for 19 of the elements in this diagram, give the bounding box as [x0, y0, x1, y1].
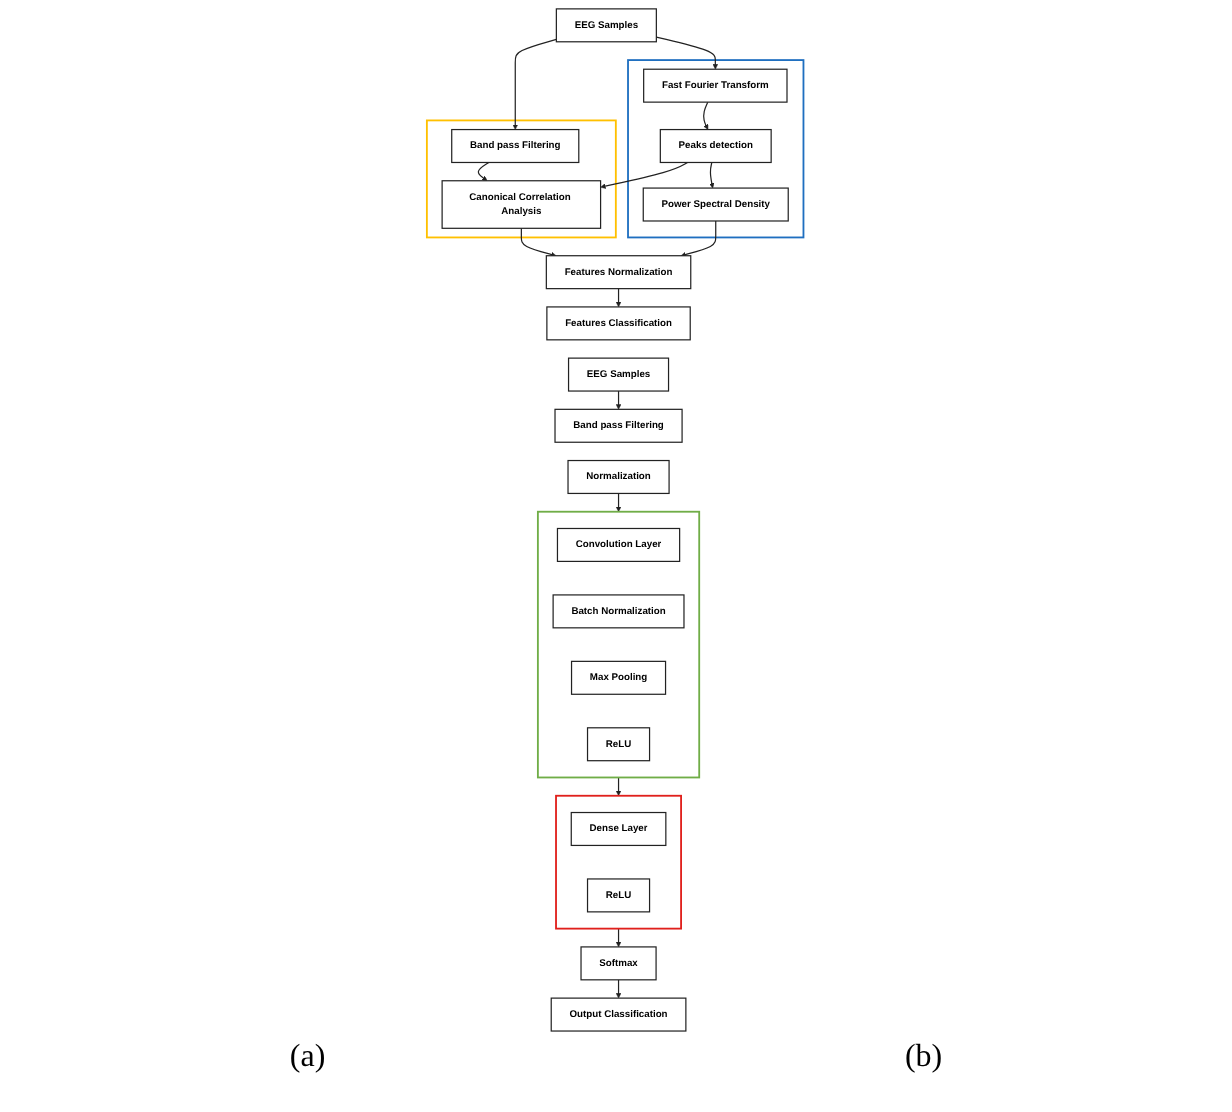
- arrow: [616, 979, 623, 999]
- arrow: [513, 38, 558, 130]
- cluster: [627, 59, 806, 239]
- arrow: [521, 227, 558, 258]
- cluster: [537, 510, 701, 779]
- cluster: [555, 794, 683, 930]
- cluster: [426, 119, 618, 239]
- arrow: [616, 288, 623, 308]
- arrow: [616, 928, 623, 948]
- arrow: [478, 161, 491, 182]
- arrow: [703, 101, 710, 130]
- arrow: [681, 220, 718, 258]
- arrow: [601, 161, 689, 189]
- panel-label: (a): [289, 1040, 326, 1078]
- arrow: [616, 776, 623, 797]
- panel-label: (b): [904, 1040, 943, 1078]
- arrow: [710, 161, 716, 189]
- arrow: [656, 36, 719, 70]
- arrow: [616, 492, 623, 512]
